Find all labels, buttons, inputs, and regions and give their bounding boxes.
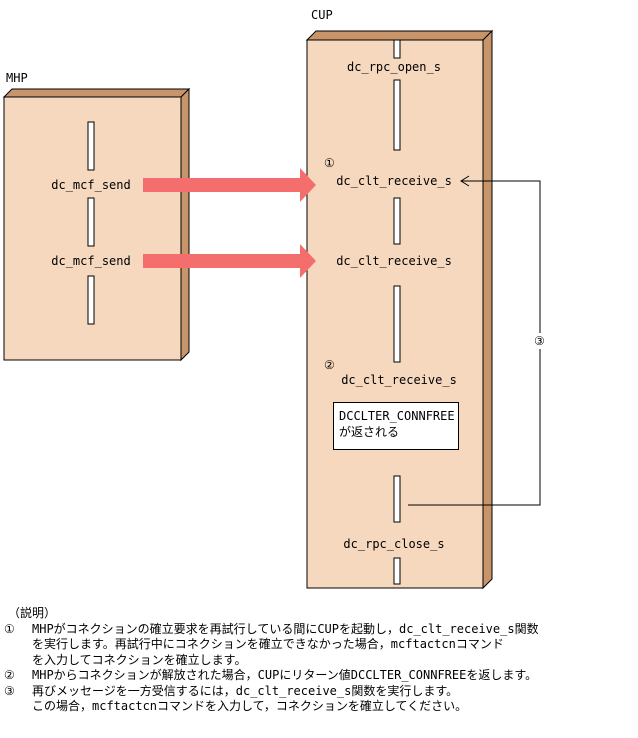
diagram: dc_mcf_send dc_mcf_send MHP dc_rpc_open_… xyxy=(2,8,549,590)
marker-1: ① xyxy=(324,156,335,170)
cup-timeline-segment xyxy=(393,197,401,245)
cup-timeline-segment xyxy=(393,285,401,363)
send-arrow-shaft xyxy=(143,254,301,268)
note-number: ③ xyxy=(4,683,15,698)
cup-timeline-segment xyxy=(393,475,401,523)
send-arrow xyxy=(143,244,316,278)
mhp-box-side xyxy=(180,87,190,362)
retry-loop-arrowhead xyxy=(460,175,470,187)
mhp-timeline-segment xyxy=(87,275,95,325)
send-arrow xyxy=(143,168,316,202)
note-number: ① xyxy=(4,621,15,636)
explanation-note: ① MHPがコネクションの確立要求を再試行している間にCUPを起動し，dc_cl… xyxy=(4,622,634,669)
send-arrow-shaft xyxy=(143,178,301,192)
note-line: を実行します。再試行中にコネクションを確立できなかった場合，mcftactcnコ… xyxy=(32,637,504,651)
cup-box-side xyxy=(482,29,493,590)
note-line: 再びメッセージを一方受信するには，dc_clt_receive_s関数を実行しま… xyxy=(32,683,459,698)
mhp-call-label: dc_mcf_send xyxy=(51,178,130,192)
explanation-note: ③ 再びメッセージを一方受信するには，dc_clt_receive_s関数を実行… xyxy=(4,684,634,715)
cup-call-open: dc_rpc_open_s xyxy=(347,60,441,74)
cup-call-receive-1: dc_clt_receive_s xyxy=(336,174,452,188)
cup-timeline-segment xyxy=(393,39,401,59)
note-line: を入力してコネクションを確立します。 xyxy=(32,652,247,667)
marker-3: ③ xyxy=(534,334,545,348)
explanation-title: （説明） xyxy=(8,606,57,620)
mhp-timeline-segment xyxy=(87,121,95,171)
return-value-box: DCCLTER_CONNFREE が返される xyxy=(333,402,459,450)
note-line: MHPがコネクションの確立要求を再試行している間にCUPを起動し，dc_clt_… xyxy=(32,621,539,636)
return-value-text: が返される xyxy=(339,425,400,439)
cup-call-receive-3: dc_clt_receive_s xyxy=(341,373,457,387)
note-number: ② xyxy=(4,668,15,682)
cup-timeline-segment xyxy=(393,557,401,585)
note-line: MHPからコネクションが解放された場合，CUPにリターン値DCCLTER_CON… xyxy=(32,668,538,682)
explanation: （説明） ① MHPがコネクションの確立要求を再試行している間にCUPを起動し，… xyxy=(4,606,634,715)
mhp-timeline-segment xyxy=(87,197,95,247)
mhp-box-top xyxy=(2,88,191,98)
mhp-label: MHP xyxy=(6,71,28,85)
marker-3-bg xyxy=(532,333,549,349)
cup-label: CUP xyxy=(311,8,333,22)
mhp-box: dc_mcf_send dc_mcf_send xyxy=(2,87,191,362)
note-line: この場合，mcftactcnコマンドを入力して，コネクションを確立してください。 xyxy=(32,699,468,713)
marker-2: ② xyxy=(324,358,335,372)
explanation-note: ② MHPからコネクションが解放された場合，CUPにリターン値DCCLTER_C… xyxy=(4,668,634,684)
cup-box: dc_rpc_open_s dc_clt_receive_s dc_clt_re… xyxy=(305,29,494,590)
send-arrow-head xyxy=(300,244,316,278)
cup-box-top xyxy=(305,30,494,41)
cup-timeline-segment xyxy=(393,79,401,151)
cup-call-receive-2: dc_clt_receive_s xyxy=(336,254,452,268)
cup-call-close: dc_rpc_close_s xyxy=(343,537,444,551)
return-value-code: DCCLTER_CONNFREE xyxy=(339,409,455,423)
mhp-call-label: dc_mcf_send xyxy=(51,254,130,268)
send-arrow-head xyxy=(300,168,316,202)
